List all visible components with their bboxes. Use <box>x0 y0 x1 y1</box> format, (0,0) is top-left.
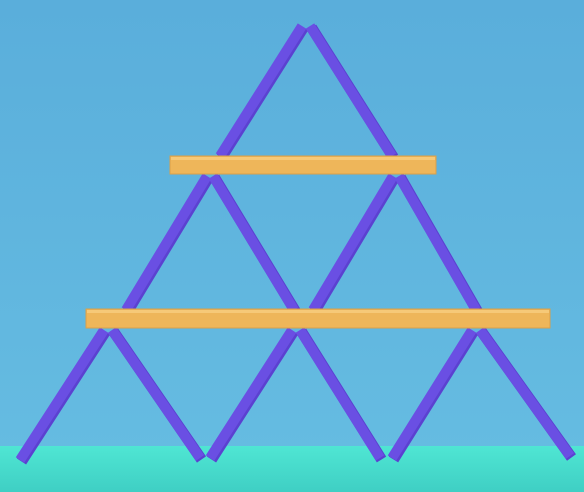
floor <box>0 446 584 492</box>
slanted-stick-6[interactable] <box>394 173 481 313</box>
plank-highlight-2 <box>87 310 549 313</box>
slanted-stick-1[interactable] <box>215 23 307 159</box>
horizontal-plank-2[interactable] <box>85 308 551 329</box>
slanted-stick-12[interactable] <box>475 327 575 459</box>
slanted-stick-2[interactable] <box>305 23 397 159</box>
slanted-stick-4[interactable] <box>208 173 299 313</box>
slanted-stick-10[interactable] <box>295 327 385 461</box>
slanted-stick-5[interactable] <box>308 173 398 313</box>
slanted-stick-11[interactable] <box>387 327 477 461</box>
slanted-stick-3[interactable] <box>121 173 212 313</box>
slanted-stick-9[interactable] <box>205 327 297 461</box>
horizontal-plank-1[interactable] <box>169 155 437 175</box>
slanted-stick-7[interactable] <box>15 327 109 463</box>
plank-highlight-1 <box>171 157 435 160</box>
slanted-stick-8[interactable] <box>107 327 205 461</box>
stick-layer <box>15 23 576 465</box>
plank-layer <box>85 155 551 329</box>
